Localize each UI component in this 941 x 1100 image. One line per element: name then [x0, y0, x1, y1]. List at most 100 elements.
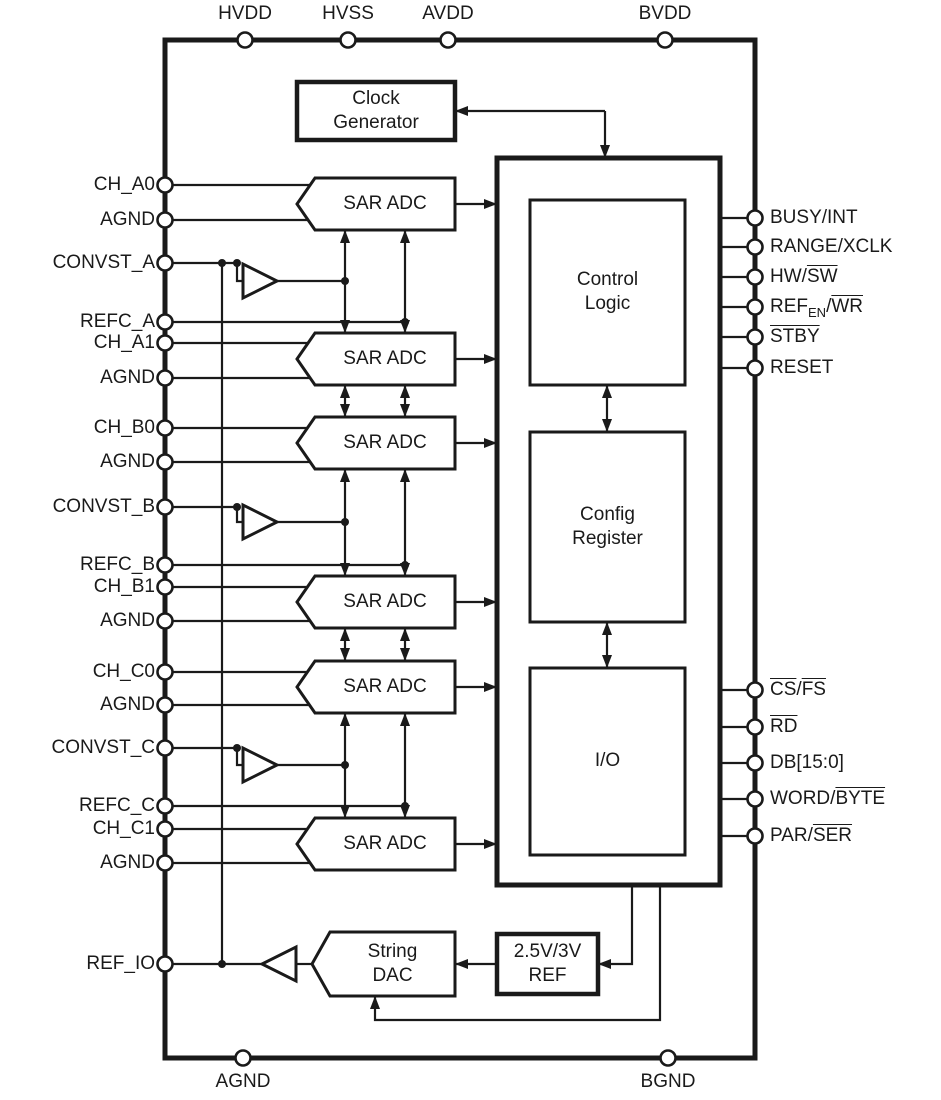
pin-cs-fs — [746, 681, 764, 699]
pin-label-hw-sw: HW/SW — [770, 266, 838, 287]
io-label: I/O — [594, 750, 621, 771]
pin-avdd — [439, 31, 457, 49]
pin-db — [746, 754, 764, 772]
pin-range-xclk — [746, 238, 764, 256]
sar-adc-c0-label: SAR ADC — [343, 676, 427, 697]
convst-b-buffer-icon — [241, 502, 281, 542]
sar-adc-b1-label: SAR ADC — [343, 591, 427, 612]
pin-agnd-1 — [156, 211, 174, 229]
pin-label-ref-io: REF_IO — [86, 953, 155, 974]
pin-label-par-ser: PAR/SER — [770, 825, 853, 846]
pin-stby — [746, 328, 764, 346]
pin-label-agnd-1: AGND — [100, 209, 155, 230]
function-blocks — [294, 79, 723, 998]
pin-busy-int — [746, 209, 764, 227]
pin-label-cs-fs: CS/FS — [770, 679, 826, 700]
sar-adc-b0-block — [295, 415, 457, 471]
pin-label-busy-int: BUSY/INT — [770, 207, 858, 228]
pin-label-ch-a1: CH_A1 — [93, 332, 155, 353]
pin-ch-c0 — [156, 663, 174, 681]
pin-ch-c1 — [156, 820, 174, 838]
pin-agnd-3 — [156, 453, 174, 471]
convst-c-buffer-icon — [241, 745, 281, 785]
pin-label-agnd-bottom: AGND — [215, 1071, 271, 1092]
pin-rd — [746, 718, 764, 736]
arrow-wires — [340, 106, 662, 1022]
ref-io-buffer-icon — [258, 944, 298, 984]
pin-label-agnd-4: AGND — [100, 610, 155, 631]
pin-ch-a0 — [156, 176, 174, 194]
pin-ref-io — [156, 955, 174, 973]
sar-adc-c1-block — [295, 816, 457, 872]
pin-agnd-5 — [156, 696, 174, 714]
pin-label-db: DB[15:0] — [770, 752, 844, 773]
pin-refen-wr — [746, 298, 764, 316]
pin-bgnd — [659, 1049, 677, 1067]
pins — [156, 31, 764, 1067]
io-block — [528, 666, 687, 857]
pin-label-refc-c: REFC_C — [78, 795, 155, 816]
pin-label-reset: RESET — [770, 357, 834, 378]
pin-bvdd — [656, 31, 674, 49]
pin-label-range-xclk: RANGE/XCLK — [770, 236, 893, 257]
sar-adc-a1-block — [295, 331, 457, 387]
pin-hw-sw — [746, 268, 764, 286]
sar-adc-b0-label: SAR ADC — [343, 432, 427, 453]
pin-label-agnd-5: AGND — [100, 694, 155, 715]
pin-agnd-6 — [156, 854, 174, 872]
pin-label-ch-c0: CH_C0 — [92, 661, 155, 682]
pin-label-hvss: HVSS — [322, 3, 374, 24]
pin-hvdd — [236, 31, 254, 49]
pin-ch-b1 — [156, 578, 174, 596]
pin-label-hvdd: HVDD — [218, 3, 272, 24]
sar-adc-c0-block — [295, 659, 457, 715]
pin-agnd-bottom — [234, 1049, 252, 1067]
convst-a-buffer-icon — [241, 261, 281, 301]
pin-hvss — [339, 31, 357, 49]
sar-adc-a0-block — [295, 176, 457, 232]
pin-par-ser — [746, 827, 764, 845]
pin-convst-b — [156, 498, 174, 516]
sar-adc-c1-label: SAR ADC — [343, 833, 427, 854]
pin-label-rd: RD — [770, 716, 798, 737]
pin-refc-b — [156, 556, 174, 574]
pin-convst-c — [156, 739, 174, 757]
pin-label-convst-c: CONVST_C — [51, 737, 155, 758]
pin-label-agnd-2: AGND — [100, 367, 155, 388]
pin-label-refc-b: REFC_B — [80, 554, 155, 575]
pin-refc-a — [156, 313, 174, 331]
pin-convst-a — [156, 254, 174, 272]
pin-label-ch-c1: CH_C1 — [92, 818, 155, 839]
pin-word-byte — [746, 790, 764, 808]
pin-label-convst-b: CONVST_B — [52, 496, 155, 517]
pin-agnd-4 — [156, 612, 174, 630]
pin-label-agnd-3: AGND — [100, 451, 155, 472]
sar-adc-a0-label: SAR ADC — [343, 193, 427, 214]
pin-label-refen-wr: REFEN/WR — [770, 296, 863, 320]
pin-ch-b0 — [156, 419, 174, 437]
pin-label-bgnd: BGND — [640, 1071, 696, 1092]
pin-refc-c — [156, 797, 174, 815]
pin-reset — [746, 359, 764, 377]
pin-label-bvdd: BVDD — [638, 3, 692, 24]
pin-label-stby: STBY — [770, 326, 820, 347]
pin-label-word-byte: WORD/BYTE — [770, 788, 886, 809]
string-dac-block — [310, 930, 457, 998]
pin-label-avdd: AVDD — [422, 3, 474, 24]
sar-adc-a1-label: SAR ADC — [343, 348, 427, 369]
pin-label-refc-a: REFC_A — [80, 311, 155, 332]
sar-adc-b1-block — [295, 574, 457, 630]
pin-label-agnd-6: AGND — [100, 852, 155, 873]
pin-label-convst-a: CONVST_A — [52, 252, 155, 273]
pin-label-ch-b1: CH_B1 — [93, 576, 155, 597]
buffers — [241, 261, 298, 984]
junction-dots — [218, 259, 409, 968]
pin-agnd-2 — [156, 369, 174, 387]
